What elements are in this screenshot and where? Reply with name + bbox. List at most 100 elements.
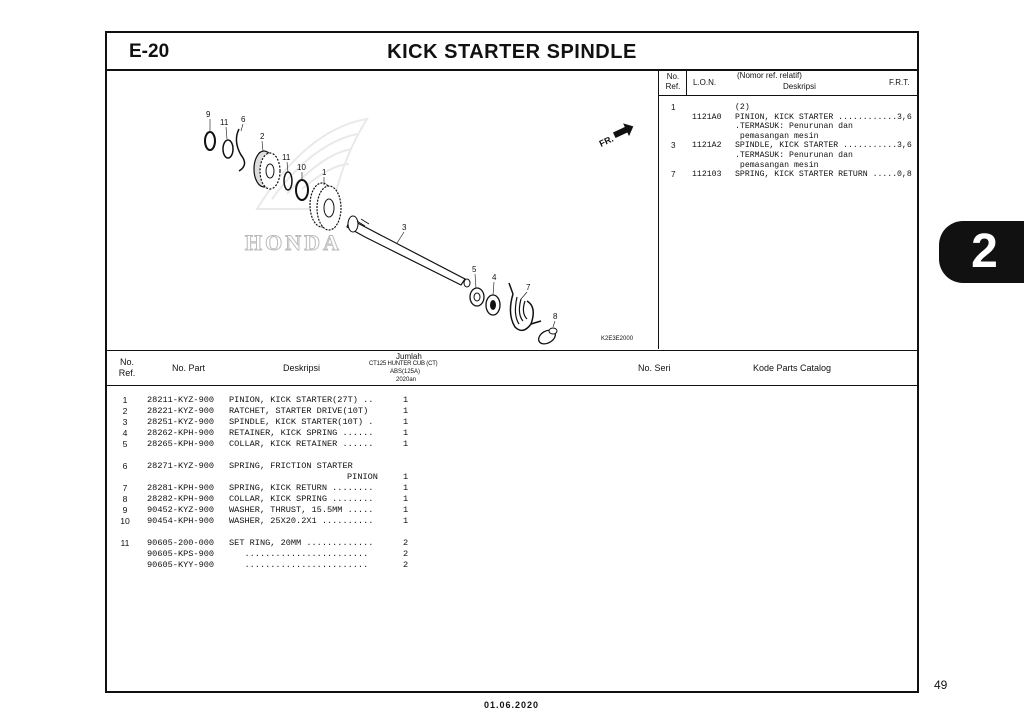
- row-no-ref: 10: [120, 516, 130, 526]
- fr-row-no: 7: [671, 170, 676, 180]
- row-no-ref: 4: [122, 428, 128, 438]
- row-part-no: 28221-KYZ-900: [147, 406, 215, 416]
- catalog-page-frame: E-20 KICK STARTER SPINDLE HONDA FR.: [105, 31, 919, 693]
- fr-col-lon: L.O.N.: [693, 78, 717, 87]
- fr-row-desc: .TERMASUK: Penurunan dan: [735, 122, 853, 132]
- page-number: 49: [934, 678, 948, 692]
- row-quantity: 1: [403, 406, 409, 416]
- row-quantity: 1: [403, 439, 409, 449]
- row-part-no: 90454-KPH-900: [147, 516, 215, 526]
- front-direction-arrow: FR.: [598, 123, 634, 149]
- fr-row-no: 3: [671, 141, 676, 151]
- part-10-washer: [295, 179, 309, 201]
- col-serial-no: No. Seri: [638, 363, 671, 373]
- callout-9: 9: [206, 110, 211, 119]
- row-part-no: 90605-KPS-900: [147, 549, 215, 559]
- callout-2: 2: [260, 132, 265, 141]
- section-tab-2: 2: [939, 221, 1024, 283]
- exploded-diagram: HONDA FR.: [107, 69, 659, 349]
- part-8-collar: [537, 327, 558, 345]
- row-part-no: 28211-KYZ-900: [147, 395, 215, 405]
- fr-col-desc: Deskripsi: [783, 82, 816, 91]
- col-qty-title: Jumlah: [396, 352, 422, 361]
- fr-col-frt: F.R.T.: [889, 78, 910, 87]
- flat-rate-header: No. Ref. L.O.N. (Nomor ref. relatif) Des…: [659, 69, 917, 96]
- page-title: KICK STARTER SPINDLE: [387, 41, 637, 63]
- col-catalog-code: Kode Parts Catalog: [753, 363, 832, 373]
- fr-row-frt: 3,6: [897, 112, 912, 122]
- callout-4: 4: [492, 273, 497, 282]
- row-description: SET RING, 20MM .............: [229, 538, 374, 548]
- part-11-set-ring: [222, 139, 234, 159]
- part-9-washer: [204, 131, 216, 151]
- fr-row-lon: 1121A0: [692, 112, 722, 122]
- part-5-collar: [469, 287, 485, 307]
- row-no-ref: 1: [122, 395, 128, 405]
- callout-8: 8: [553, 312, 558, 321]
- callout-3: 3: [402, 223, 407, 232]
- part-2-ratchet: [253, 150, 281, 190]
- callout-leaders: [209, 119, 556, 328]
- row-quantity: 1: [403, 428, 409, 438]
- part-3-spindle-shaft: [346, 215, 471, 288]
- callout-6: 6: [241, 115, 246, 124]
- part-4-retainer: [485, 294, 501, 316]
- row-quantity: 1: [403, 516, 409, 526]
- flat-rate-panel: No. Ref. L.O.N. (Nomor ref. relatif) Des…: [659, 69, 917, 349]
- fr-row-frt: 3,6: [897, 141, 912, 151]
- callout-10: 10: [297, 163, 306, 172]
- honda-watermark: HONDA: [245, 230, 342, 255]
- row-quantity: 1: [403, 417, 409, 427]
- row-quantity: 1: [403, 472, 409, 482]
- row-description: ........................: [229, 560, 369, 570]
- row-part-no: 90605-200-000: [147, 538, 215, 548]
- row-description: SPINDLE, KICK STARTER(10T) .: [229, 417, 374, 427]
- row-quantity: 2: [403, 560, 409, 570]
- row-no-ref: 7: [122, 483, 128, 493]
- callout-11b: 11: [282, 153, 291, 162]
- fr-row-frt: 0,8: [897, 170, 912, 180]
- row-description: RETAINER, KICK SPRING ......: [229, 428, 374, 438]
- row-part-no: 28262-KPH-900: [147, 428, 215, 438]
- section-code: E-20: [129, 41, 170, 62]
- fr-row-desc: .TERMASUK: Penurunan dan: [735, 151, 853, 160]
- row-description: SPRING, KICK RETURN ........: [229, 483, 374, 493]
- fr-row-lon: 1121A2: [692, 141, 722, 151]
- fr-row-desc: pemasangan mesin: [735, 131, 819, 141]
- row-part-no: 28265-KPH-900: [147, 439, 215, 449]
- parts-table-body: 1 28211-KYZ-900 PINION, KICK STARTER(27T) …: [107, 385, 917, 691]
- row-description: SPRING, FRICTION STARTER: [229, 461, 353, 471]
- row-quantity: 1: [403, 483, 409, 493]
- part-6-friction-spring: [235, 128, 246, 172]
- row-no-ref: 2: [122, 406, 128, 416]
- row-quantity: 2: [403, 538, 409, 548]
- row-no-ref: 11: [120, 538, 130, 548]
- fr-label: FR.: [598, 134, 615, 149]
- col-part-no: No. Part: [172, 363, 206, 373]
- callout-1: 1: [322, 168, 327, 177]
- row-description: COLLAR, KICK SPRING ........: [229, 494, 374, 504]
- fr-row-desc: (2): [735, 103, 750, 112]
- row-description: WASHER, 25X20.2X1 ..........: [229, 516, 374, 526]
- footer-date: 01.06.2020: [484, 700, 540, 710]
- row-description: RATCHET, STARTER DRIVE(10T): [229, 406, 369, 416]
- row-description: ........................: [229, 549, 369, 559]
- fr-row-desc: SPRING, KICK STARTER RETURN .....: [735, 170, 898, 180]
- fr-row-desc: PINION, KICK STARTER ............: [735, 112, 898, 122]
- part-1-pinion-gear: [309, 182, 342, 231]
- part-7-return-spring: [508, 282, 542, 332]
- col-qty-year: 2020an: [396, 377, 417, 383]
- fr-row-no: 1: [671, 103, 676, 112]
- fr-row-desc: pemasangan mesin: [735, 160, 819, 170]
- row-description: PINION: [347, 472, 378, 482]
- callout-5: 5: [472, 265, 477, 274]
- row-description: PINION, KICK STARTER(27T) ..: [229, 395, 374, 405]
- honda-wing-watermark: [255, 117, 370, 210]
- exploded-diagram-drawing: HONDA FR.: [204, 110, 634, 345]
- col-qty-abs: ABS(125A): [390, 369, 421, 375]
- col-no-ref: No. Ref.: [118, 357, 136, 378]
- row-part-no: 90605-KYY-900: [147, 560, 215, 570]
- col-description: Deskripsi: [283, 363, 321, 373]
- row-description: WASHER, THRUST, 15.5MM .....: [229, 505, 374, 515]
- row-quantity: 2: [403, 549, 409, 559]
